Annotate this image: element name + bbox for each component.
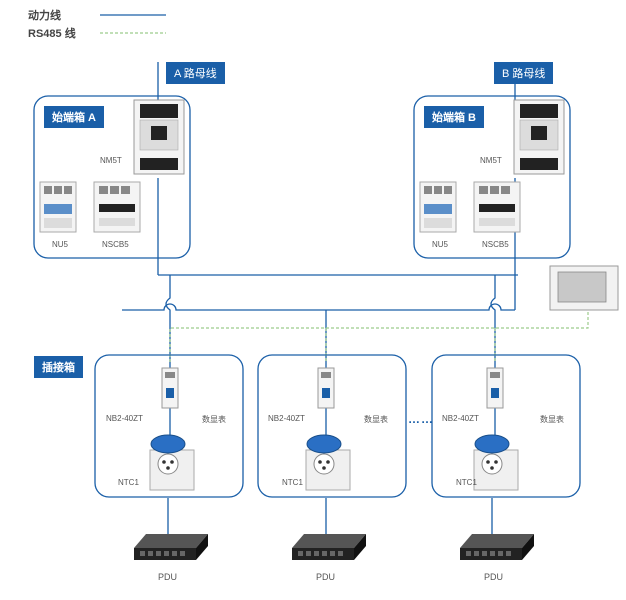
- plug-box-label: 插接箱: [34, 356, 83, 378]
- legend-rs485-label: RS485 线: [28, 28, 76, 40]
- display-monitor: [549, 265, 619, 311]
- plug-box-2-border: [257, 354, 407, 498]
- start-box-a-border: [33, 95, 191, 259]
- plug-box-3-breaker-label: NB2-40ZT: [442, 414, 479, 423]
- plug-box-3-border: [431, 354, 581, 498]
- nb2-breaker-3: [486, 367, 504, 409]
- pdu-3-label: PDU: [484, 572, 504, 582]
- nscb5-switch-b: [473, 181, 521, 233]
- pdu-1: [134, 534, 208, 560]
- start-box-a-title: 始端箱 A: [44, 106, 104, 128]
- pdu-2: [292, 534, 366, 560]
- bus-b-horizontal: [122, 303, 515, 311]
- plug-box-2-breaker-label: NB2-40ZT: [268, 414, 305, 423]
- start-box-a-switch-label: NSCB5: [102, 240, 129, 249]
- ntc1-socket-2: [305, 434, 351, 491]
- plug-box-1-socket-label: NTC1: [118, 478, 139, 487]
- drop-a-1: [165, 275, 171, 370]
- start-box-a-breaker-label: NM5T: [100, 156, 122, 165]
- rs485-bus: [169, 310, 589, 362]
- plug-box-3-socket-label: NTC1: [456, 478, 477, 487]
- start-box-b-spd-label: NU5: [432, 240, 449, 249]
- nu5-spd-b: [419, 181, 457, 233]
- start-box-a-spd-label: NU5: [52, 240, 69, 249]
- nu5-spd-a: [39, 181, 77, 233]
- pdu-1-label: PDU: [158, 572, 178, 582]
- pdu-3: [460, 534, 534, 560]
- pdu-2-label: PDU: [316, 572, 336, 582]
- drop-a-3: [490, 275, 496, 370]
- ntc1-socket-1: [149, 434, 195, 491]
- plug-box-2-meter-label: 数显表: [364, 415, 388, 424]
- nm5t-breaker-a: [133, 99, 185, 175]
- plug-box-1-border: [94, 354, 244, 498]
- start-box-b-breaker-label: NM5T: [480, 156, 502, 165]
- ntc1-socket-3: [473, 434, 519, 491]
- bus-b-label: B 路母线: [494, 62, 554, 84]
- plug-box-2-socket-label: NTC1: [282, 478, 303, 487]
- plug-box-1-breaker-label: NB2-40ZT: [106, 414, 143, 423]
- ellipsis: ……: [408, 412, 434, 426]
- nm5t-breaker-b: [513, 99, 565, 175]
- bus-a-label: A 路母线: [166, 62, 225, 84]
- plug-box-1-meter-label: 数显表: [202, 415, 226, 424]
- start-box-b-border: [413, 95, 571, 259]
- start-box-b-title: 始端箱 B: [424, 106, 484, 128]
- nscb5-switch-a: [93, 181, 141, 233]
- start-box-b-switch-label: NSCB5: [482, 240, 509, 249]
- nb2-breaker-1: [161, 367, 179, 409]
- nb2-breaker-2: [317, 367, 335, 409]
- plug-box-3-meter-label: 数显表: [540, 415, 564, 424]
- legend-power-label: 动力线: [28, 10, 61, 22]
